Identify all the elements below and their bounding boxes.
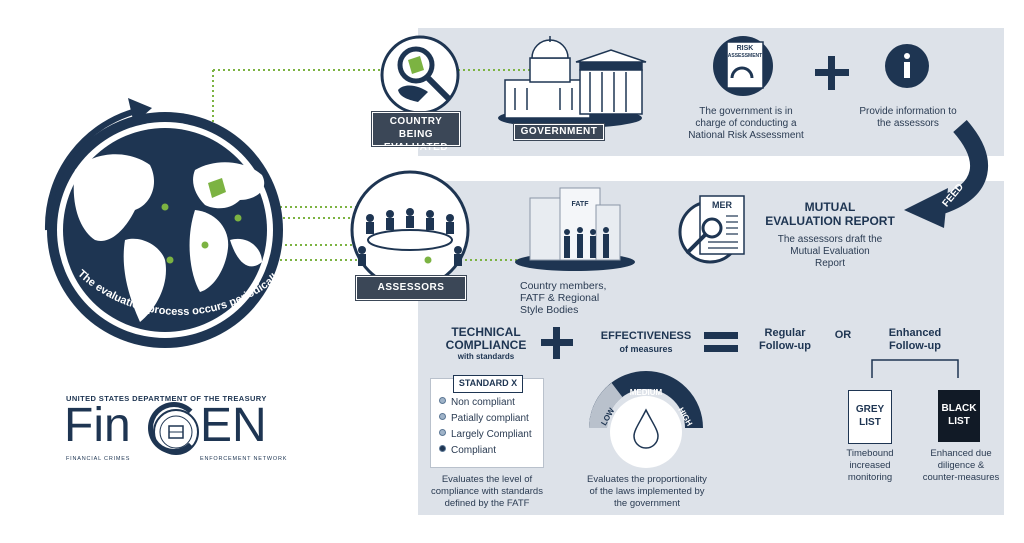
- magnifier-icon: [380, 35, 460, 115]
- fatf-sign: FATF: [572, 201, 590, 208]
- logo-subtitle-right: ENFORCEMENT NETWORK: [200, 456, 288, 462]
- plus-icon: [815, 56, 849, 90]
- or-label: OR: [834, 329, 852, 341]
- standard-option: Compliant: [439, 445, 496, 456]
- standard-option: Non compliant: [439, 397, 515, 408]
- logo-en: EN: [200, 399, 267, 452]
- government-tag: GOVERNMENT: [513, 123, 605, 141]
- risk-assessment-icon: RISK ASSESSMENT: [713, 36, 773, 96]
- info-icon: [885, 44, 929, 88]
- logo-fin: Fin: [64, 399, 131, 452]
- mer-doc: MER: [712, 200, 733, 210]
- enhanced-bracket: [871, 359, 959, 378]
- assessors-table-icon: [350, 170, 470, 290]
- risk-doc-line2: ASSESSMENT: [728, 53, 762, 59]
- feed-arrow-icon: [904, 120, 989, 228]
- effectiveness-title: EFFECTIVENESS of measures: [600, 330, 692, 354]
- logo-subtitle-left: FINANCIAL CRIMES: [66, 456, 131, 462]
- gauge-icon: LOW MEDIUM HIGH: [589, 371, 703, 468]
- logo-c-ring: [148, 402, 200, 454]
- fatf-buildings-icon: FATF: [515, 187, 635, 271]
- mer-document-icon: MER: [678, 195, 745, 264]
- risk-doc-line1: RISK: [737, 45, 754, 52]
- gauge-medium: MEDIUM: [630, 388, 663, 397]
- standard-option: Patially compliant: [439, 413, 529, 424]
- globe-icon: [47, 112, 283, 348]
- assessors-tag: ASSESSORS: [355, 275, 467, 301]
- logo-department-text: UNITED STATES DEPARTMENT OF THE TREASURY: [66, 394, 267, 403]
- standard-option: Largely Compliant: [439, 429, 532, 440]
- equals-icon: [704, 332, 738, 352]
- standard-box: STANDARD X Non compliant Patially compli…: [430, 375, 544, 468]
- plus-icon: [541, 327, 573, 359]
- government-buildings-icon: [498, 36, 647, 128]
- standard-title: STANDARD X: [453, 375, 523, 393]
